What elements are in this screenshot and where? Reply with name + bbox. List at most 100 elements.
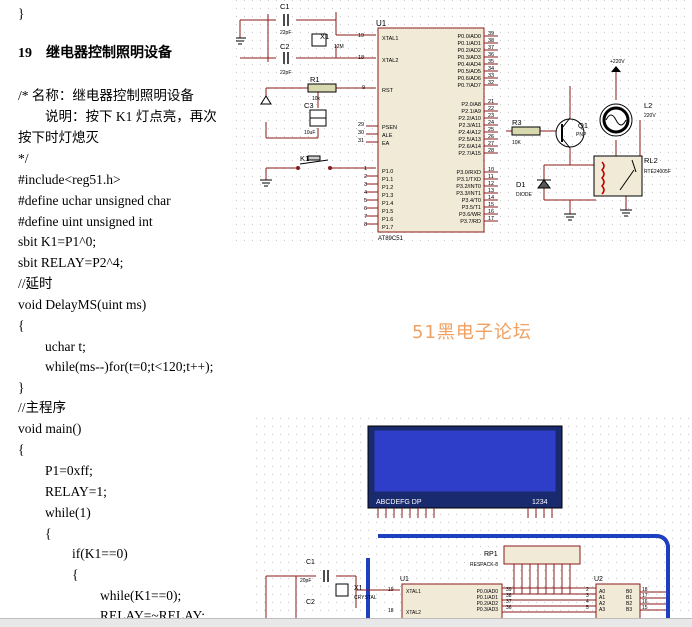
document-column: } 19 继电器控制照明设备 /* 名称：继电器控制照明设备 说明：按下 K1 …	[0, 0, 240, 626]
pin-name: P0.3/AD3	[457, 55, 481, 61]
pin-name: P3.5/T1	[462, 205, 481, 211]
l2-value: 220V	[644, 113, 656, 119]
pin-name: P3.7/RD	[460, 219, 481, 225]
pin-number: 33	[488, 73, 494, 79]
code-line: while(1)	[45, 505, 91, 520]
r1-value: 10k	[312, 96, 321, 102]
pin-number: 16	[488, 209, 494, 215]
pin-name: XTAL1	[382, 36, 398, 42]
pin-number: 3	[586, 593, 589, 599]
u2-pin-a: A0	[599, 589, 605, 595]
rl2-part: RTE24005F	[644, 169, 671, 175]
pin-number: 18	[358, 55, 364, 61]
code-line: {	[18, 318, 25, 333]
u2-pin-b: B2	[626, 601, 632, 607]
pin-number: 3	[364, 182, 367, 188]
pin-name: P1.0	[382, 169, 393, 175]
pin-number: 4	[586, 599, 589, 605]
pin-number: 36	[488, 52, 494, 58]
pin-number: 10	[488, 167, 494, 173]
pin-number: 15	[488, 202, 494, 208]
code-line: while(ms--)for(t=0;t<120;t++);	[45, 359, 214, 374]
pin-name: P0.0/AD0	[457, 34, 481, 40]
lcd-digit-labels: 1234	[532, 499, 548, 506]
pin-number: 5	[364, 198, 367, 204]
pin-number: 19	[358, 33, 364, 39]
code-line: //延时	[18, 276, 53, 291]
pin-name: P3.1/TXD	[457, 177, 481, 183]
rp1-part: RESPACK-8	[470, 562, 498, 568]
pin-name: P1.6	[382, 217, 393, 223]
pin-name: EA	[382, 141, 390, 147]
pin-number: 9	[362, 85, 365, 91]
pin-name: P2.2/A10	[458, 116, 481, 122]
u2-pin-a: A3	[599, 607, 605, 613]
x1-value: 12M	[334, 44, 344, 50]
pin-name: P0.6/AD6	[457, 76, 481, 82]
section-number: 19	[18, 46, 32, 61]
pin-name: P0.2/AD2	[457, 48, 481, 54]
supply-label: +220V	[610, 59, 625, 65]
x1-label: X1	[354, 585, 363, 592]
rl2-label: RL2	[644, 156, 658, 165]
pin-number: 12	[488, 181, 494, 187]
pin-name: P2.5/A13	[458, 137, 481, 143]
pin-name: P2.3/A11	[459, 123, 481, 129]
pin-name: P2.7/A15	[458, 151, 481, 157]
comment-description: 说明：按下 K1 灯点亮，再次	[45, 109, 217, 124]
code-line: #define uchar unsigned char	[18, 193, 171, 208]
c2-label: C2	[280, 42, 290, 51]
code-line: sbit RELAY=P2^4;	[18, 255, 124, 270]
code-line: }	[18, 380, 25, 395]
c1-label: C1	[306, 559, 315, 566]
page-bottom-edge	[0, 618, 692, 627]
c3-value: 10uF	[304, 130, 315, 136]
pin-number: 26	[488, 134, 494, 140]
pin-name: P0.4/AD4	[457, 62, 481, 68]
pin-number: 25	[488, 127, 494, 133]
lcd-segment-labels: ABCDEFG DP	[376, 499, 422, 506]
c1-value: 22pF	[280, 30, 291, 36]
u2-pin-b: B3	[626, 607, 632, 613]
code-line: #include<reg51.h>	[18, 172, 121, 187]
pin-name: P1.7	[382, 225, 393, 231]
pin-number: 19	[388, 587, 394, 593]
pin-number: 17	[488, 216, 494, 222]
pin-name: ALE	[382, 133, 393, 139]
pin-name: XTAL2	[382, 58, 398, 64]
pin-name: P0.5/AD5	[457, 69, 481, 75]
lcd-circuit-schematic: ABCDEFG DP 1234 RP1 RESPACK-8 C1 20pF X1…	[256, 418, 692, 618]
pin-number: 18	[642, 587, 648, 593]
pin-name: P2.4/A12	[458, 130, 481, 136]
pin-number: 28	[488, 148, 494, 154]
rp1-label: RP1	[484, 551, 498, 558]
pin-name: XTAL1	[406, 589, 421, 595]
pin-number: 34	[488, 66, 494, 72]
pin-name: PSEN	[382, 125, 397, 131]
pin-number: 37	[506, 599, 512, 605]
l2-label: L2	[644, 101, 652, 110]
pin-name: P2.1/A9	[461, 109, 481, 115]
pin-name: P1.1	[382, 177, 393, 183]
pin-name: P3.0/RXD	[457, 170, 481, 176]
pin-name: P3.3/INT1	[456, 191, 481, 197]
x1-label: X1	[320, 32, 329, 41]
code-line: void DelayMS(uint ms)	[18, 297, 147, 312]
pin-number: 31	[358, 138, 364, 144]
code-line: {	[72, 567, 79, 582]
c1-value: 20pF	[300, 578, 311, 584]
comment-name: /* 名称：继电器控制照明设备	[18, 88, 194, 103]
pin-number: 8	[364, 222, 367, 228]
pin-number: 24	[488, 120, 494, 126]
pin-number: 1	[364, 166, 367, 172]
pin-name: P0.7/AD7	[457, 83, 481, 89]
pin-number: 13	[488, 188, 494, 194]
pin-number: 23	[488, 113, 494, 119]
d1-label: D1	[516, 180, 526, 189]
c2-label: C2	[306, 599, 315, 606]
pin-name: P0.2/AD2	[477, 601, 499, 607]
code-line: void main()	[18, 421, 82, 436]
pin-name: P0.1/AD1	[457, 41, 481, 47]
pin-number: 17	[642, 593, 648, 599]
u1-part: AT89C51	[378, 236, 404, 242]
